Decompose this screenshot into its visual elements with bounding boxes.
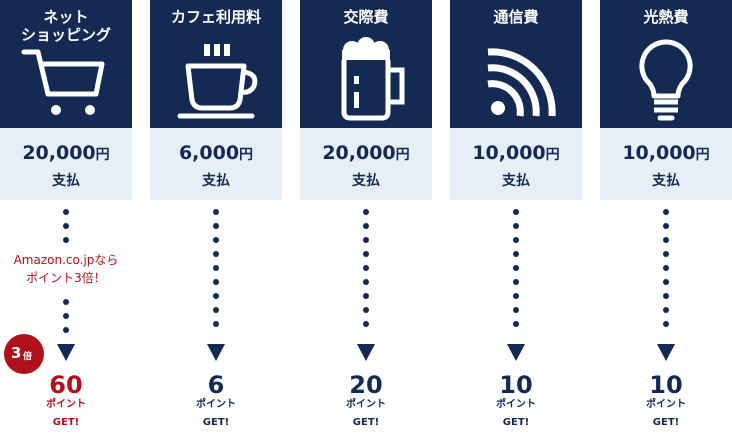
points-label: ポイント bbox=[46, 399, 86, 410]
payment-box: 20,000円 支払 bbox=[300, 128, 432, 200]
payment-amount: 20,000円 bbox=[322, 142, 410, 164]
dotted-connector bbox=[207, 209, 225, 361]
points-label: ポイント bbox=[196, 399, 236, 410]
dotted-connector bbox=[657, 209, 675, 361]
payment-box: 10,000円 支払 bbox=[600, 128, 732, 200]
points-label: ポイント bbox=[496, 399, 536, 410]
points-value: 6 bbox=[207, 371, 225, 399]
dotted-connector bbox=[507, 209, 525, 361]
get-label: GET! bbox=[502, 417, 530, 428]
category-header: 通信費 bbox=[450, 0, 582, 128]
bonus-note: Amazon.co.jpなら ポイント3倍！ bbox=[13, 253, 119, 285]
coffee-cup-icon bbox=[166, 36, 266, 126]
column-utilities: 光熱費 10,000円 支払 10 ポイント GET! bbox=[600, 0, 732, 434]
category-title: 光熱費 bbox=[643, 8, 689, 26]
beer-mug-icon bbox=[316, 36, 416, 126]
payment-label: 支払 bbox=[202, 173, 230, 189]
points-value: 20 bbox=[349, 371, 383, 399]
get-label: GET! bbox=[352, 417, 380, 428]
points-earned: 10 ポイント GET! bbox=[450, 372, 582, 430]
get-label: GET! bbox=[202, 417, 230, 428]
points-value: 10 bbox=[649, 371, 683, 399]
category-header: 交際費 bbox=[300, 0, 432, 128]
dotted-connector bbox=[357, 209, 375, 361]
payment-label: 支払 bbox=[502, 173, 530, 189]
points-label: ポイント bbox=[346, 399, 386, 410]
payment-amount: 10,000円 bbox=[472, 142, 560, 164]
wifi-signal-icon bbox=[466, 36, 566, 126]
get-label: GET! bbox=[52, 417, 80, 428]
payment-label: 支払 bbox=[52, 173, 80, 189]
payment-box: 6,000円 支払 bbox=[150, 128, 282, 200]
column-communication: 通信費 10,000円 支払 10 ポイント GET! bbox=[450, 0, 582, 434]
category-title: カフェ利用料 bbox=[170, 8, 261, 26]
category-title: 通信費 bbox=[493, 8, 539, 26]
column-cafe: カフェ利用料 6,000円 支払 6 ポイント GET! bbox=[150, 0, 282, 434]
points-value: 60 bbox=[49, 371, 83, 399]
column-social: 交際費 20,000円 支払 20 ポイント GET! bbox=[300, 0, 432, 434]
payment-box: 20,000円 支払 bbox=[0, 128, 132, 200]
light-bulb-icon bbox=[616, 36, 716, 126]
payment-label: 支払 bbox=[652, 173, 680, 189]
category-title: ネット ショッピング bbox=[20, 8, 111, 44]
payment-label: 支払 bbox=[352, 173, 380, 189]
payment-amount: 6,000円 bbox=[178, 142, 254, 164]
points-earned: 60 ポイント GET! bbox=[0, 372, 132, 430]
category-header: 光熱費 bbox=[600, 0, 732, 128]
payment-amount: 10,000円 bbox=[622, 142, 710, 164]
shopping-cart-icon bbox=[16, 36, 116, 126]
category-header: カフェ利用料 bbox=[150, 0, 282, 128]
column-online-shopping: ネット ショッピング 20,000円 支払 Amazon.co.jpなら ポイン… bbox=[0, 0, 132, 434]
category-title: 交際費 bbox=[343, 8, 389, 26]
payment-box: 10,000円 支払 bbox=[450, 128, 582, 200]
points-earned: 10 ポイント GET! bbox=[600, 372, 732, 430]
points-earned: 6 ポイント GET! bbox=[150, 372, 282, 430]
points-earned: 20 ポイント GET! bbox=[300, 372, 432, 430]
dotted-connector bbox=[57, 209, 75, 361]
get-label: GET! bbox=[652, 417, 680, 428]
payment-amount: 20,000円 bbox=[22, 142, 110, 164]
category-header: ネット ショッピング bbox=[0, 0, 132, 128]
points-label: ポイント bbox=[646, 399, 686, 410]
points-value: 10 bbox=[499, 371, 533, 399]
